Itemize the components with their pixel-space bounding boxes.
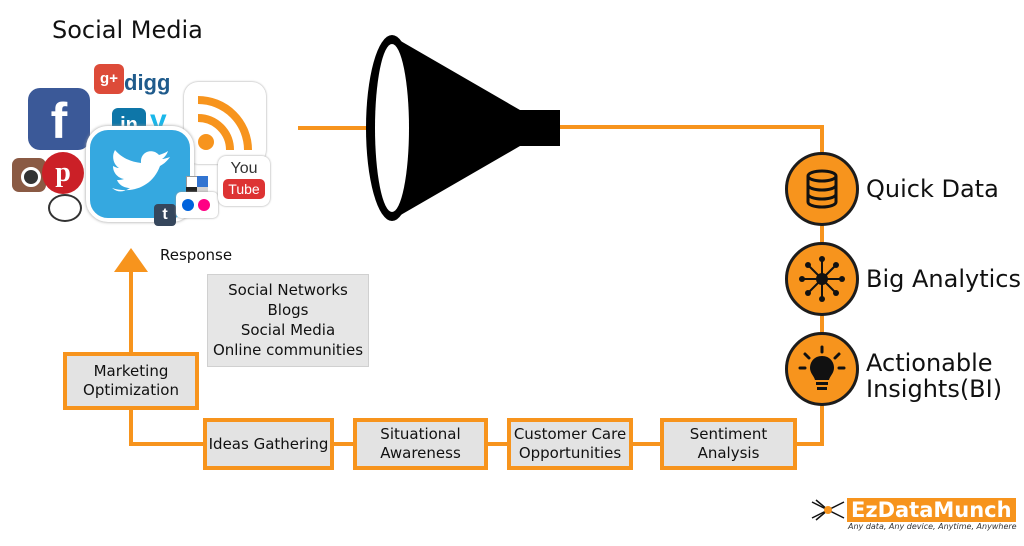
output-actionable-insights: Actionable Insights(BI) — [866, 350, 1002, 402]
instagram-icon — [12, 158, 46, 192]
stage-label-line: Opportunities — [518, 444, 622, 462]
googleplus-glyph: g+ — [100, 70, 118, 87]
output-big-analytics: Big Analytics — [866, 265, 1021, 293]
source-item: Blogs — [267, 301, 309, 319]
source-item: Social Media — [240, 321, 336, 339]
tumblr-glyph: t — [162, 206, 168, 223]
source-item: Online communities — [212, 341, 364, 359]
stage-label-line: Marketing — [93, 362, 169, 380]
pinterest-icon: p — [42, 152, 84, 194]
stage-ideas-gathering: Ideas Gathering — [203, 418, 334, 470]
funnel-icon — [366, 35, 560, 221]
youtube-tube: Tube — [223, 179, 265, 199]
output-line — [560, 125, 824, 446]
feedback-line — [129, 410, 205, 446]
rss-icon — [184, 82, 266, 164]
logo-mark-icon — [810, 498, 846, 522]
response-arrowhead — [114, 248, 148, 272]
page-title: Social Media — [52, 16, 203, 44]
logo-wordmark: EzDataMunch — [847, 498, 1016, 522]
stage-label-line: Optimization — [83, 381, 179, 399]
output-label-line: Actionable — [866, 349, 993, 377]
database-icon — [785, 152, 859, 226]
youtube-icon: You Tube — [218, 156, 270, 206]
output-label-line: Insights(BI) — [866, 375, 1003, 403]
stage-label-line: Sentiment — [689, 425, 768, 443]
stage-label-line: Awareness — [380, 444, 461, 462]
stage-label-line: Situational — [380, 425, 461, 443]
output-quick-data: Quick Data — [866, 175, 999, 203]
logo-tagline: Any data, Any device, Anytime, Anywhere — [848, 522, 1017, 531]
googleplus-icon: g+ — [94, 64, 124, 94]
stage-label-line: Customer Care — [513, 425, 627, 443]
flickr-icon — [176, 192, 218, 218]
reddit-icon — [48, 194, 82, 222]
source-item: Social Networks — [228, 281, 348, 299]
response-label: Response — [160, 246, 233, 264]
digg-icon: digg — [124, 70, 171, 95]
youtube-you: You — [230, 160, 258, 177]
tumblr-icon: t — [154, 204, 176, 226]
lightbulb-icon — [785, 332, 859, 406]
stage-label-line: Ideas Gathering — [208, 434, 329, 453]
facebook-icon: f — [28, 88, 90, 150]
stage-label-line: Analysis — [697, 444, 760, 462]
sources-box: Social Networks Blogs Social Media Onlin… — [207, 274, 369, 367]
facebook-glyph: f — [50, 93, 68, 149]
social-icons-cluster: f g+ digg in v p t You Tube — [8, 58, 288, 228]
network-icon — [785, 242, 859, 316]
